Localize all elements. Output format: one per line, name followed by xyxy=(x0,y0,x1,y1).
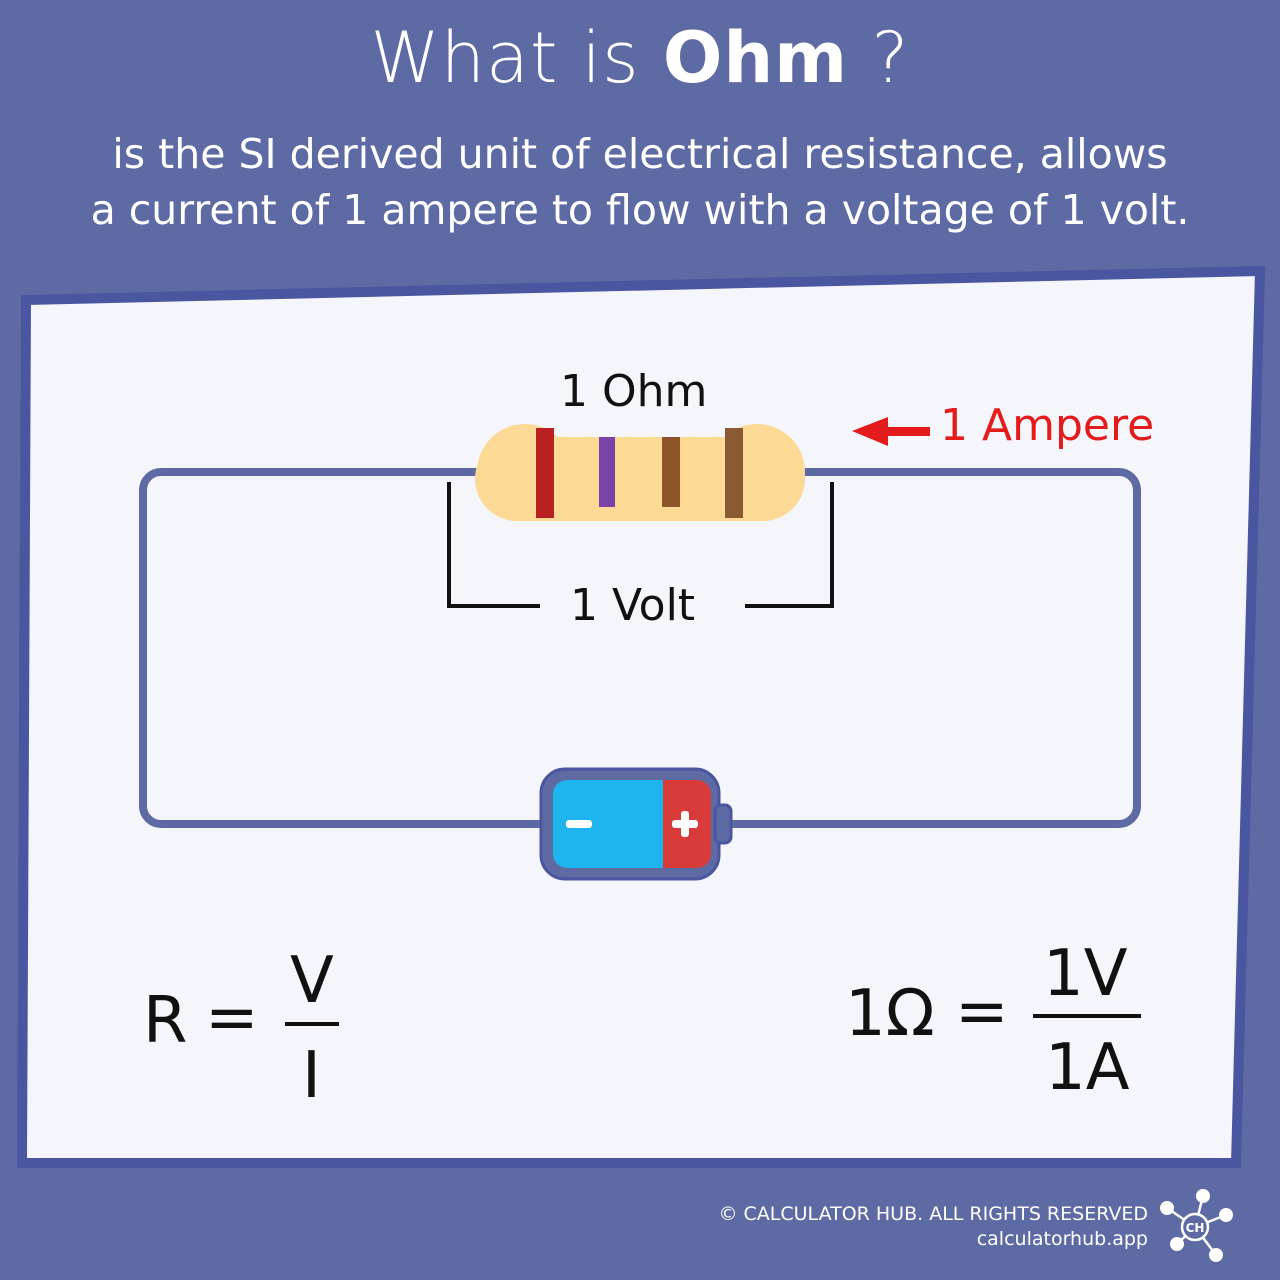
formula-general-equals: = xyxy=(205,981,259,1055)
formula-general-denominator: I xyxy=(302,1039,321,1113)
formula-general-lhs: R xyxy=(143,984,188,1058)
definition-line-1: is the SI derived unit of electrical res… xyxy=(112,130,1168,178)
title-prefix: What is xyxy=(370,17,640,99)
battery-negative-sign xyxy=(566,820,592,828)
resistance-label: 1 Ohm xyxy=(560,366,708,417)
formula-general-numerator: V xyxy=(290,944,334,1018)
footer: © CALCULATOR HUB. ALL RIGHTS RESERVED ca… xyxy=(718,1202,1148,1252)
resistor-band-tolerance xyxy=(725,428,743,518)
title-suffix: ? xyxy=(871,17,910,99)
battery-icon xyxy=(539,767,733,881)
title-highlight: Ohm xyxy=(662,17,849,99)
page-title: What is Ohm ? xyxy=(0,18,1280,98)
formula-example-equals: = xyxy=(955,975,1009,1049)
formula-example-fraction-bar xyxy=(1033,1014,1141,1018)
voltage-label: 1 Volt xyxy=(570,580,696,631)
copyright-text: © CALCULATOR HUB. ALL RIGHTS RESERVED xyxy=(718,1203,1148,1225)
resistor-band-brown xyxy=(662,437,680,507)
definition-line-2: a current of 1 ampere to flow with a vol… xyxy=(90,186,1190,234)
logo-text: CH xyxy=(1186,1221,1205,1235)
formula-example-denominator: 1A xyxy=(1045,1031,1130,1105)
voltage-bracket xyxy=(447,482,834,608)
resistor-band-violet xyxy=(599,437,615,507)
resistor-band-red xyxy=(536,428,554,518)
current-label: 1 Ampere xyxy=(940,400,1155,451)
calculator-hub-logo-icon: CH xyxy=(1160,1189,1233,1262)
diagram-panel xyxy=(16,265,1266,1168)
resistor xyxy=(475,424,805,521)
formula-example-numerator: 1V xyxy=(1043,937,1128,1011)
battery-positive-sign xyxy=(672,811,698,837)
website-link[interactable]: calculatorhub.app xyxy=(976,1228,1148,1250)
formula-general-fraction-bar xyxy=(285,1022,339,1026)
definition-text: is the SI derived unit of electrical res… xyxy=(40,126,1240,238)
current-arrow-icon xyxy=(852,417,930,446)
formula-example-lhs: 1Ω xyxy=(845,977,935,1051)
